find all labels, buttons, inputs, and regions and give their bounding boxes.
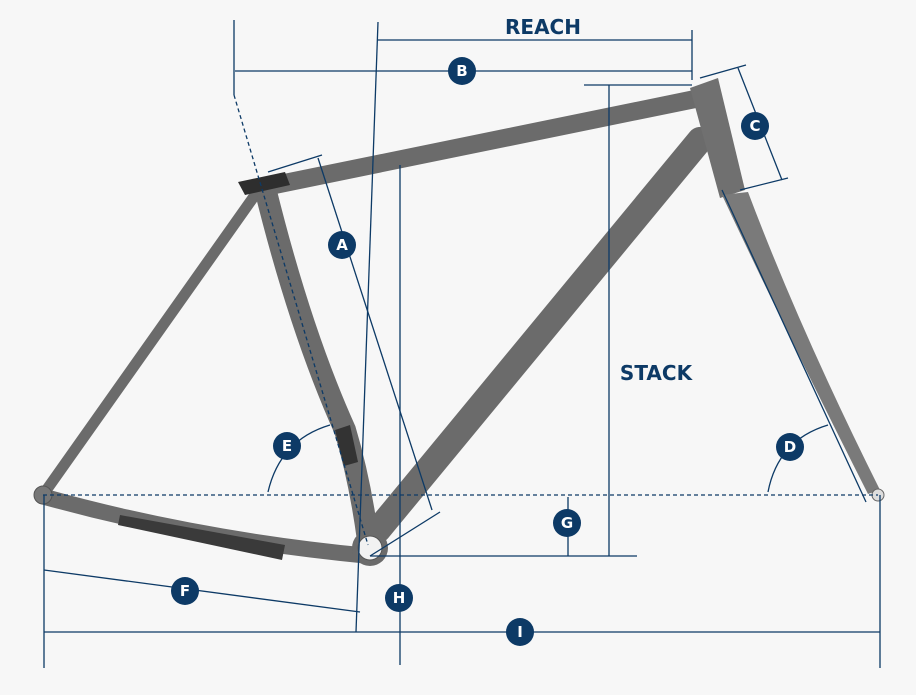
- dimension-lines: [43, 20, 881, 668]
- a-line: [317, 157, 433, 511]
- down-tube: [365, 127, 713, 543]
- bike-frame: [33, 78, 885, 566]
- c-tick-bottom: [739, 177, 789, 191]
- badge-e: E: [273, 432, 301, 460]
- svg-text:D: D: [784, 438, 796, 456]
- svg-text:H: H: [393, 589, 406, 607]
- fork: [722, 192, 880, 494]
- e-arc: [267, 424, 331, 493]
- bottle-port: [335, 425, 358, 466]
- chainstay-protector: [118, 515, 285, 560]
- chain-stay: [37, 489, 378, 564]
- svg-text:C: C: [749, 117, 760, 135]
- seat-clamp: [238, 172, 290, 195]
- badge-i: I: [506, 618, 534, 646]
- badge-b: B: [448, 57, 476, 85]
- bb-line: [369, 511, 441, 557]
- badge-f: F: [171, 577, 199, 605]
- svg-text:A: A: [336, 236, 348, 254]
- badge-a: A: [328, 231, 356, 259]
- svg-text:E: E: [282, 437, 292, 455]
- badge-d: D: [776, 433, 804, 461]
- badge-h: H: [385, 584, 413, 612]
- seat-stay: [39, 189, 261, 498]
- svg-text:F: F: [180, 582, 190, 600]
- a-tick: [267, 154, 323, 173]
- svg-text:G: G: [561, 514, 573, 532]
- fork-axis-line: [721, 189, 867, 503]
- d-arc: [767, 424, 829, 493]
- seat-axis-line: [233, 94, 369, 546]
- stack-label: STACK: [620, 361, 694, 385]
- f-line: [43, 569, 361, 613]
- svg-text:B: B: [456, 62, 467, 80]
- badge-c: C: [741, 112, 769, 140]
- svg-text:I: I: [517, 623, 523, 641]
- h-ref-line: [355, 21, 379, 633]
- reach-label: REACH: [505, 15, 581, 39]
- badge-g: G: [553, 509, 581, 537]
- top-tube: [251, 89, 709, 197]
- c-tick-top: [699, 64, 747, 79]
- head-tube: [690, 78, 745, 198]
